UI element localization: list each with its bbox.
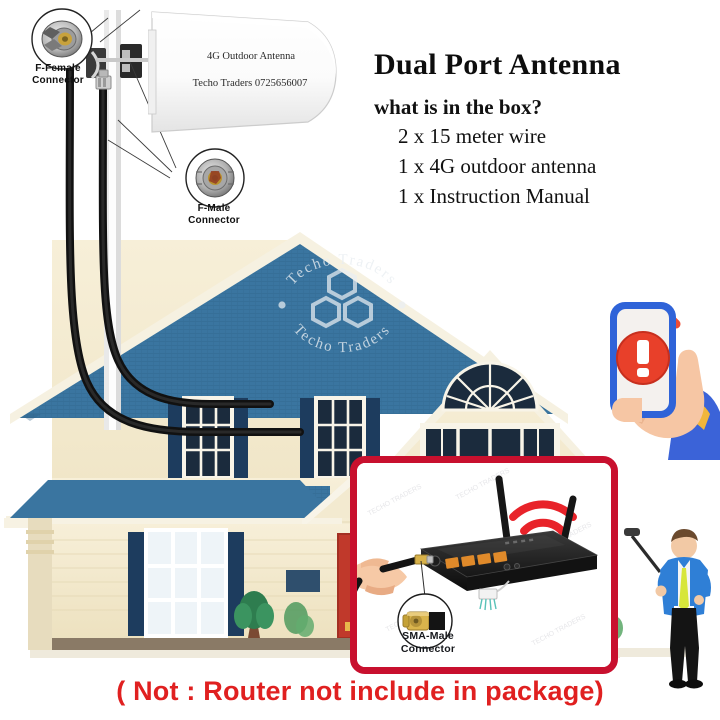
box-item-1: 1 x 4G outdoor antenna bbox=[398, 154, 597, 178]
antenna-label-line1: 4G Outdoor Antenna bbox=[206, 51, 296, 62]
box-item-2: 1 x Instruction Manual bbox=[398, 184, 590, 208]
porch-plant bbox=[234, 591, 274, 638]
sma-male-label-line1: SMA-Male bbox=[402, 630, 454, 642]
f-male-connector-photo bbox=[185, 148, 245, 208]
watermark-logo: Techo Traders Techo Traders bbox=[278, 252, 406, 356]
f-female-label-line2: Connector bbox=[32, 75, 84, 86]
page-title: Dual Port Antenna bbox=[374, 48, 621, 81]
f-male-label-line1: F-Male bbox=[197, 203, 231, 214]
antenna-label-line2: Techo Traders 0725656007 bbox=[192, 78, 308, 89]
box-contents-heading: what is in the box? bbox=[374, 95, 543, 119]
hand-holding-phone bbox=[610, 302, 720, 460]
router-inset-panel: TECHO TRADERS TECHO TRADERS TECHO TRADER… bbox=[350, 456, 618, 674]
router-photo bbox=[357, 475, 599, 649]
antenna-product: 4G Outdoor Antenna Techo Traders 0725656… bbox=[148, 8, 344, 138]
person-illustration bbox=[624, 528, 711, 689]
sma-male-callout-label: SMA-Male Connector bbox=[368, 630, 488, 656]
f-male-callout-label: F-Male Connector bbox=[162, 203, 266, 227]
f-male-label-line2: Connector bbox=[188, 215, 240, 226]
f-female-connector-photo bbox=[31, 8, 93, 70]
package-note: ( Not : Router not include in package) bbox=[116, 676, 604, 706]
box-item-0: 2 x 15 meter wire bbox=[398, 124, 547, 148]
f-female-label-line1: F-Female bbox=[35, 63, 81, 74]
sma-male-label-line2: Connector bbox=[400, 643, 456, 655]
mast-and-cables bbox=[62, 9, 304, 436]
porch-shrub bbox=[284, 602, 314, 637]
f-female-callout-label: F-Female Connector bbox=[6, 63, 110, 87]
cable-connector-b bbox=[95, 69, 112, 90]
